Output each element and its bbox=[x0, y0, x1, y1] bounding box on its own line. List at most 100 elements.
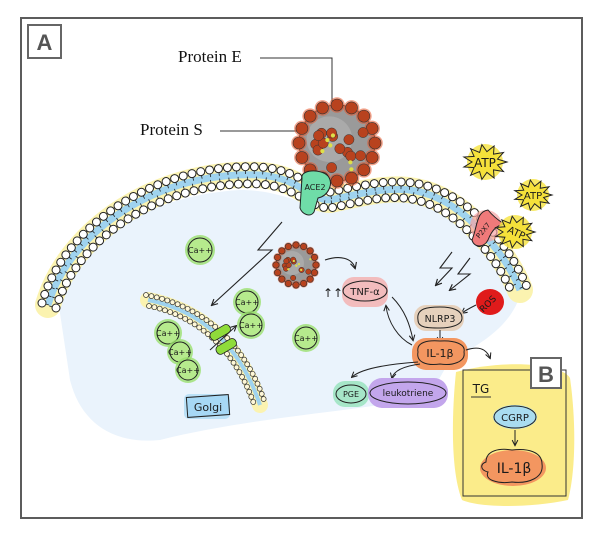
ace2-receptor: ACE2 bbox=[299, 170, 331, 216]
panel-b-trigeminal-ganglion: TG CGRP IL-1β B bbox=[452, 357, 575, 506]
lipid-head bbox=[241, 378, 248, 385]
il1b-to-leukotriene-arrow bbox=[392, 363, 421, 378]
lipid-head bbox=[56, 257, 66, 267]
intracellular-virion bbox=[271, 240, 321, 290]
lipid-head bbox=[222, 163, 232, 173]
lipid-head bbox=[159, 295, 165, 302]
lipid-head bbox=[155, 197, 165, 207]
lipid-head bbox=[76, 256, 86, 266]
calcium-label: Ca++ bbox=[235, 298, 259, 307]
lipid-head bbox=[345, 199, 355, 209]
lipid-head bbox=[40, 289, 50, 299]
lipid-head bbox=[151, 304, 158, 311]
envelope-protein bbox=[297, 263, 301, 266]
tnf-alpha-node: TNF-α ↑↑ bbox=[323, 277, 388, 307]
lipid-head bbox=[146, 303, 152, 309]
lipid-head bbox=[254, 380, 261, 387]
sars-cov-2-virion bbox=[291, 97, 383, 189]
spike-protein bbox=[345, 101, 358, 115]
lipid-head bbox=[267, 164, 277, 174]
lipid-head bbox=[244, 361, 251, 368]
envelope-protein bbox=[349, 167, 354, 172]
lipid-head bbox=[462, 202, 472, 212]
lipid-head bbox=[189, 186, 199, 196]
lipid-head bbox=[433, 203, 443, 213]
calcium-label: Ca++ bbox=[239, 321, 263, 330]
tnf-to-il1b-arrow bbox=[391, 296, 413, 340]
calcium-channel bbox=[209, 324, 238, 355]
spike-protein bbox=[306, 247, 314, 255]
lipid-head bbox=[179, 303, 186, 310]
lipid-head bbox=[440, 188, 450, 198]
lipid-head bbox=[131, 209, 141, 219]
envelope-protein bbox=[330, 133, 336, 138]
lipid-head bbox=[95, 236, 105, 246]
lipid-head bbox=[101, 230, 111, 240]
lipid-head bbox=[61, 250, 71, 260]
lipid-head bbox=[486, 251, 496, 261]
lipid-head bbox=[128, 191, 138, 201]
ace2-label: ACE2 bbox=[304, 183, 325, 192]
lipid-head bbox=[51, 265, 61, 275]
lipid-head bbox=[509, 256, 519, 266]
lipid-head bbox=[236, 369, 243, 375]
envelope-protein bbox=[320, 149, 325, 154]
atp-label: ATP bbox=[474, 156, 496, 170]
spike-protein bbox=[305, 268, 312, 275]
lipid-head bbox=[143, 292, 149, 298]
lipid-head bbox=[328, 202, 338, 212]
envelope-protein bbox=[328, 143, 333, 148]
lipid-head bbox=[285, 168, 295, 178]
lipid-head bbox=[448, 192, 458, 202]
il1b-to-pge-arrow bbox=[352, 361, 419, 377]
lipid-head bbox=[521, 280, 531, 290]
envelope-protein bbox=[292, 259, 296, 263]
lipid-head bbox=[354, 197, 364, 207]
calcium-label: Ca++ bbox=[156, 329, 180, 338]
lipid-head bbox=[425, 199, 435, 209]
lipid-head bbox=[336, 201, 346, 211]
panel-b-label-box bbox=[530, 357, 562, 389]
lipid-head bbox=[248, 393, 255, 400]
calcium-ion: Ca++ bbox=[237, 311, 265, 339]
lipid-head bbox=[199, 314, 205, 320]
lipid-head bbox=[136, 187, 146, 197]
lipid-head bbox=[496, 266, 506, 276]
spike-protein bbox=[316, 101, 329, 115]
protein-e-label: Protein E bbox=[178, 47, 242, 66]
lipid-head bbox=[163, 194, 173, 204]
envelope-protein bbox=[325, 137, 330, 143]
lipid-head bbox=[208, 320, 214, 327]
atp-label: ATP bbox=[524, 191, 542, 202]
lipid-head bbox=[227, 355, 234, 362]
lipid-head bbox=[113, 201, 123, 211]
atp-burst: ATP bbox=[494, 215, 537, 249]
leukotriene-node: leukotriene bbox=[368, 378, 448, 408]
spike-protein bbox=[330, 174, 344, 188]
spike-protein bbox=[274, 253, 282, 261]
lipid-head bbox=[164, 297, 171, 304]
lipid-head bbox=[269, 181, 279, 191]
lipid-head bbox=[239, 373, 245, 380]
cgrp-label: CGRP bbox=[501, 413, 529, 424]
lipid-head bbox=[230, 359, 237, 366]
lipid-head bbox=[260, 396, 267, 402]
pge-node: PGE bbox=[333, 381, 369, 407]
lipid-head bbox=[123, 214, 133, 224]
lipid-head bbox=[169, 299, 176, 306]
lipid-head bbox=[43, 281, 53, 291]
nlrp3-label: NLRP3 bbox=[425, 314, 456, 325]
lipid-head bbox=[71, 263, 81, 273]
lipid-head bbox=[250, 399, 257, 405]
lipid-head bbox=[213, 164, 223, 174]
lipid-head bbox=[194, 311, 201, 317]
envelope-protein bbox=[287, 268, 290, 271]
lipid-head bbox=[491, 259, 501, 269]
lipid-head bbox=[162, 307, 168, 314]
lipid-head bbox=[233, 364, 240, 371]
lipid-head bbox=[431, 184, 441, 194]
tnf-upregulation-indicator: ↑↑ bbox=[323, 286, 343, 300]
ros-node: ROS bbox=[476, 289, 504, 315]
lipid-head bbox=[98, 211, 108, 221]
panel-b-letter: B bbox=[538, 362, 554, 387]
